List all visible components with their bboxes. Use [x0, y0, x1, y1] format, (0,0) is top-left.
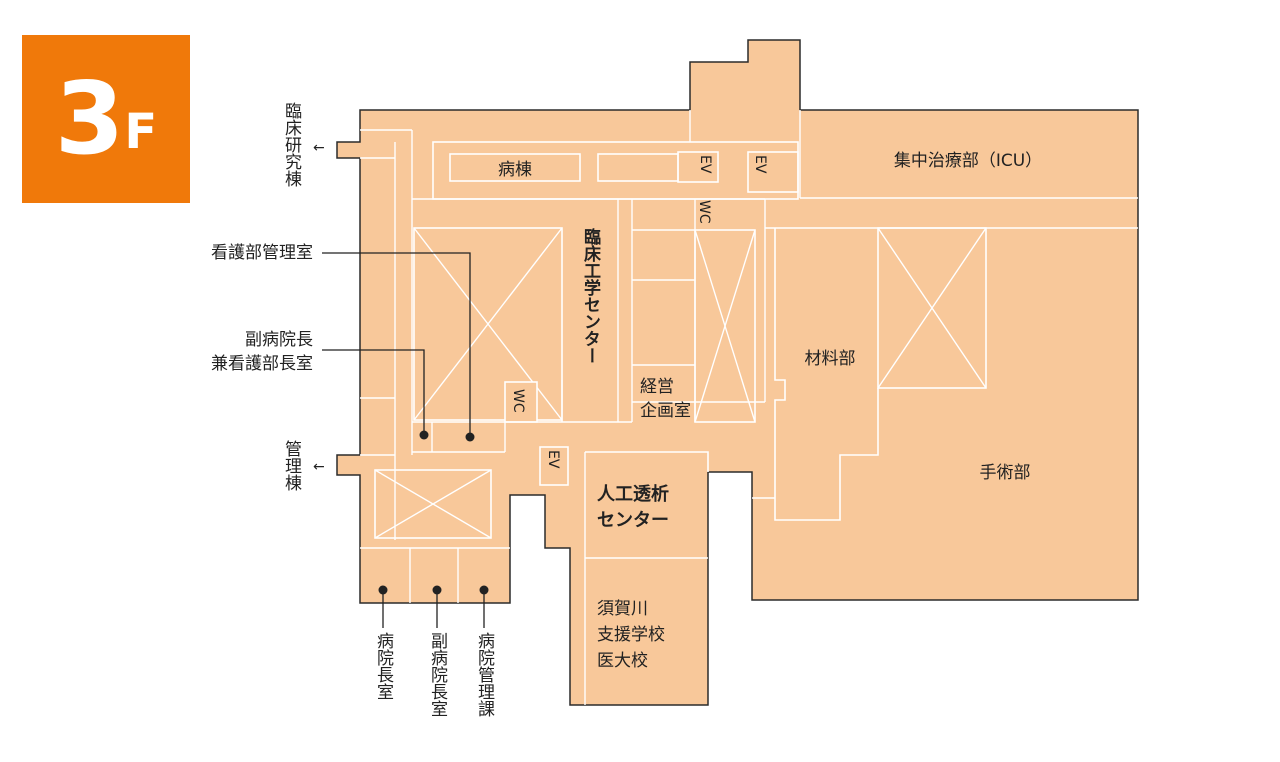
materials-label: 材料部 [805, 349, 856, 369]
ev-label-3: EV [545, 450, 561, 469]
icu-label: 集中治療部（ICU） [894, 151, 1042, 171]
vice-director-room-marker [432, 585, 442, 595]
vice-director-nursing-label-1: 副病院長 [245, 330, 313, 350]
dialysis-label-2: センター [597, 510, 669, 531]
ev-label-1: EV [697, 155, 713, 174]
school-label-1: 須賀川 [597, 599, 648, 619]
ward-label: 病棟 [498, 160, 532, 180]
clinical-engineering-label: 臨床工学センター [580, 227, 601, 364]
school-label-2: 支援学校 [597, 625, 665, 645]
floor-unit: F [124, 104, 158, 160]
ev-room-1 [677, 151, 719, 183]
nursing-admin-marker [465, 432, 475, 442]
director-room-marker [378, 585, 388, 595]
wc-label-2: WC [510, 389, 526, 413]
director-room-label: 病院長室 [373, 632, 394, 700]
vice-director-nursing-marker [419, 430, 429, 440]
ev-room-2 [747, 151, 799, 193]
void-1 [413, 227, 563, 421]
void-2 [694, 229, 756, 423]
void-4 [374, 469, 492, 539]
management-label-1: 経営 [640, 377, 674, 397]
wc-label-1: WC [696, 200, 712, 224]
wc-room-1 [504, 381, 538, 423]
research-building-label: 臨床研究棟 [281, 102, 302, 187]
surgery-label: 手術部 [980, 463, 1031, 483]
hospital-admin-label: 病院管理課 [474, 632, 495, 717]
nursing-admin-label: 看護部管理室 [211, 243, 313, 263]
dialysis-label-1: 人工透析 [597, 483, 669, 505]
ev-label-2: EV [752, 155, 768, 174]
admin-building-label: 管理棟 [281, 440, 302, 491]
vice-director-nursing-label-2: 兼看護部長室 [211, 354, 313, 374]
management-label-2: 企画室 [640, 401, 691, 421]
school-label-3: 医大校 [597, 651, 648, 671]
ward-room [449, 153, 581, 182]
floor-badge: 3 F [22, 35, 190, 203]
research-arrow-icon: ← [313, 140, 325, 156]
admin-arrow-icon: ← [313, 459, 325, 475]
partitions [360, 110, 1138, 705]
vice-director-room-label: 副病院長室 [427, 632, 448, 717]
hospital-admin-marker [479, 585, 489, 595]
floor-number: 3 [54, 60, 125, 177]
building-outline [336, 39, 1139, 706]
ev-room-3 [539, 446, 569, 486]
void-3 [877, 227, 987, 389]
